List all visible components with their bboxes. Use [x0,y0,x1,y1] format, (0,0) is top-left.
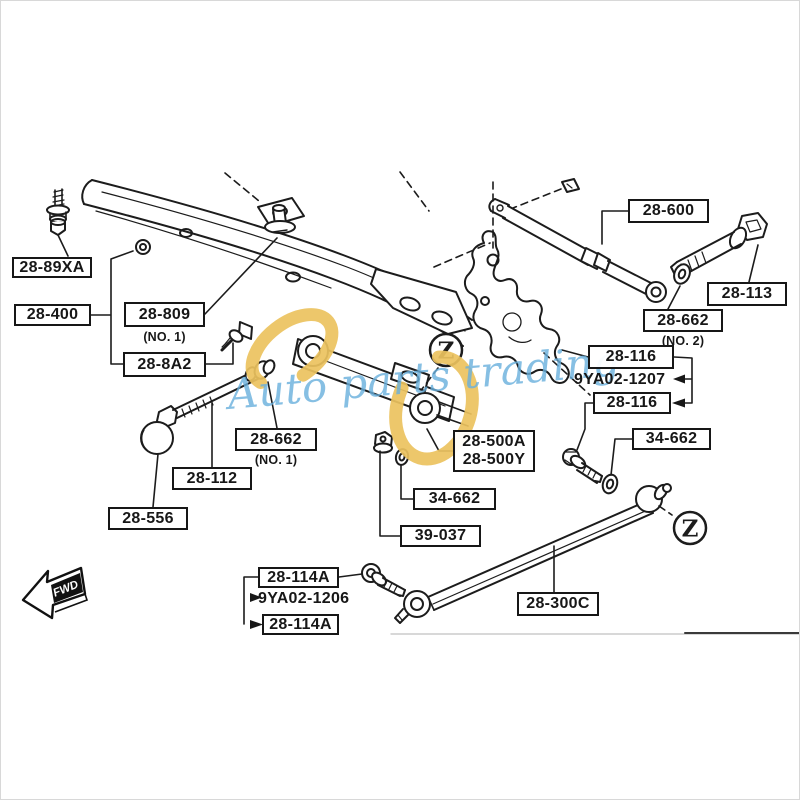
part-label-9ya02-1206: 9YA02-1206 [258,590,350,607]
part-number-text: 28-8A2 [137,355,192,373]
highlight-rings [245,308,479,466]
part-label-39-037: 39-037 [400,525,481,547]
part-number-text: 28-113 [721,285,773,302]
part-label-28-809-note: (NO. 1) [143,330,186,344]
part-number-text: 28-500A [462,432,526,450]
part-label-28-116-b: 28-116 [593,392,671,414]
part-number-text: 28-400 [26,306,79,323]
part-label-28-662-no2-note: (NO. 2) [661,334,705,348]
crossmember-drawing [81,179,473,347]
part-label-34-662-right: 34-662 [632,428,711,450]
part-number-text: 28-300C [526,595,590,612]
highlight-ring-right [389,350,479,466]
part-number-text: 39-037 [414,527,467,544]
bolt-28-116-drawing [562,448,619,495]
fwd-arrow: FWD [21,566,89,620]
stud-28-89xa-drawing [46,188,70,236]
nut-39-037-drawing [373,431,393,454]
part-label-28-400: 28-400 [14,304,91,326]
part-number-text: 28-116 [606,394,658,411]
label-connector-lines [57,210,759,625]
link-28-600-drawing [488,178,667,303]
part-number-text: 34-662 [645,430,698,447]
cap-28-556-drawing [140,421,174,455]
bolt-28-113-drawing [670,212,768,285]
part-label-28-114a-bottom: 28-114A [262,614,339,635]
part-number-text: 28-600 [642,202,695,219]
part-label-28-112: 28-112 [172,467,252,490]
bracket-arrowheads [250,374,685,629]
part-label-28-116-a: 28-116 [588,345,674,369]
part-number-text: 28-114A [269,615,332,633]
part-number-text: 28-112 [186,469,238,487]
part-label-28-114a-top: 28-114A [258,567,339,588]
part-number-text: 28-556 [122,509,174,527]
part-label-28-113: 28-113 [707,282,787,306]
bolt-28-114a-drawing [361,563,406,597]
part-label-28-600: 28-600 [628,199,709,223]
highlight-ring-left [245,308,339,392]
dashed-guide-lines [224,171,673,516]
part-number-text: 28-114A [267,568,330,586]
part-label-28-500: 28-500A 28-500Y [453,430,535,472]
part-number-text: 28-662 [250,430,302,448]
part-label-28-300c: 28-300C [517,592,599,616]
part-label-34-662-left: 34-662 [413,488,496,510]
arm-28-500-drawing [292,335,472,427]
part-number-text: 34-662 [428,490,481,507]
svg-text:Z: Z [682,516,699,543]
part-number-text: 28-89XA [19,258,85,276]
link-28-300c-drawing [394,483,672,624]
part-number-text: 28-809 [138,305,191,323]
part-label-9ya02-1207: 9YA02-1207 [574,371,666,388]
bolt-28-8a2-drawing [220,321,253,352]
part-number-text: 28-662 [657,311,709,329]
part-label-28-662-no2: 28-662 [643,309,723,332]
part-label-28-89xa: 28-89XA [12,257,92,278]
part-label-28-662-no1-note: (NO. 1) [254,453,298,467]
part-number-text: 28-116 [605,348,657,365]
part-number-text: 28-500Y [462,451,526,468]
part-label-28-809: 28-809 [124,302,205,327]
part-label-28-8a2: 28-8A2 [123,352,206,377]
zone-marker-z-right: Z [672,510,708,546]
part-label-28-662-no1: 28-662 [235,428,317,451]
knuckle-drawing [463,230,570,384]
part-label-28-556: 28-556 [108,507,188,530]
